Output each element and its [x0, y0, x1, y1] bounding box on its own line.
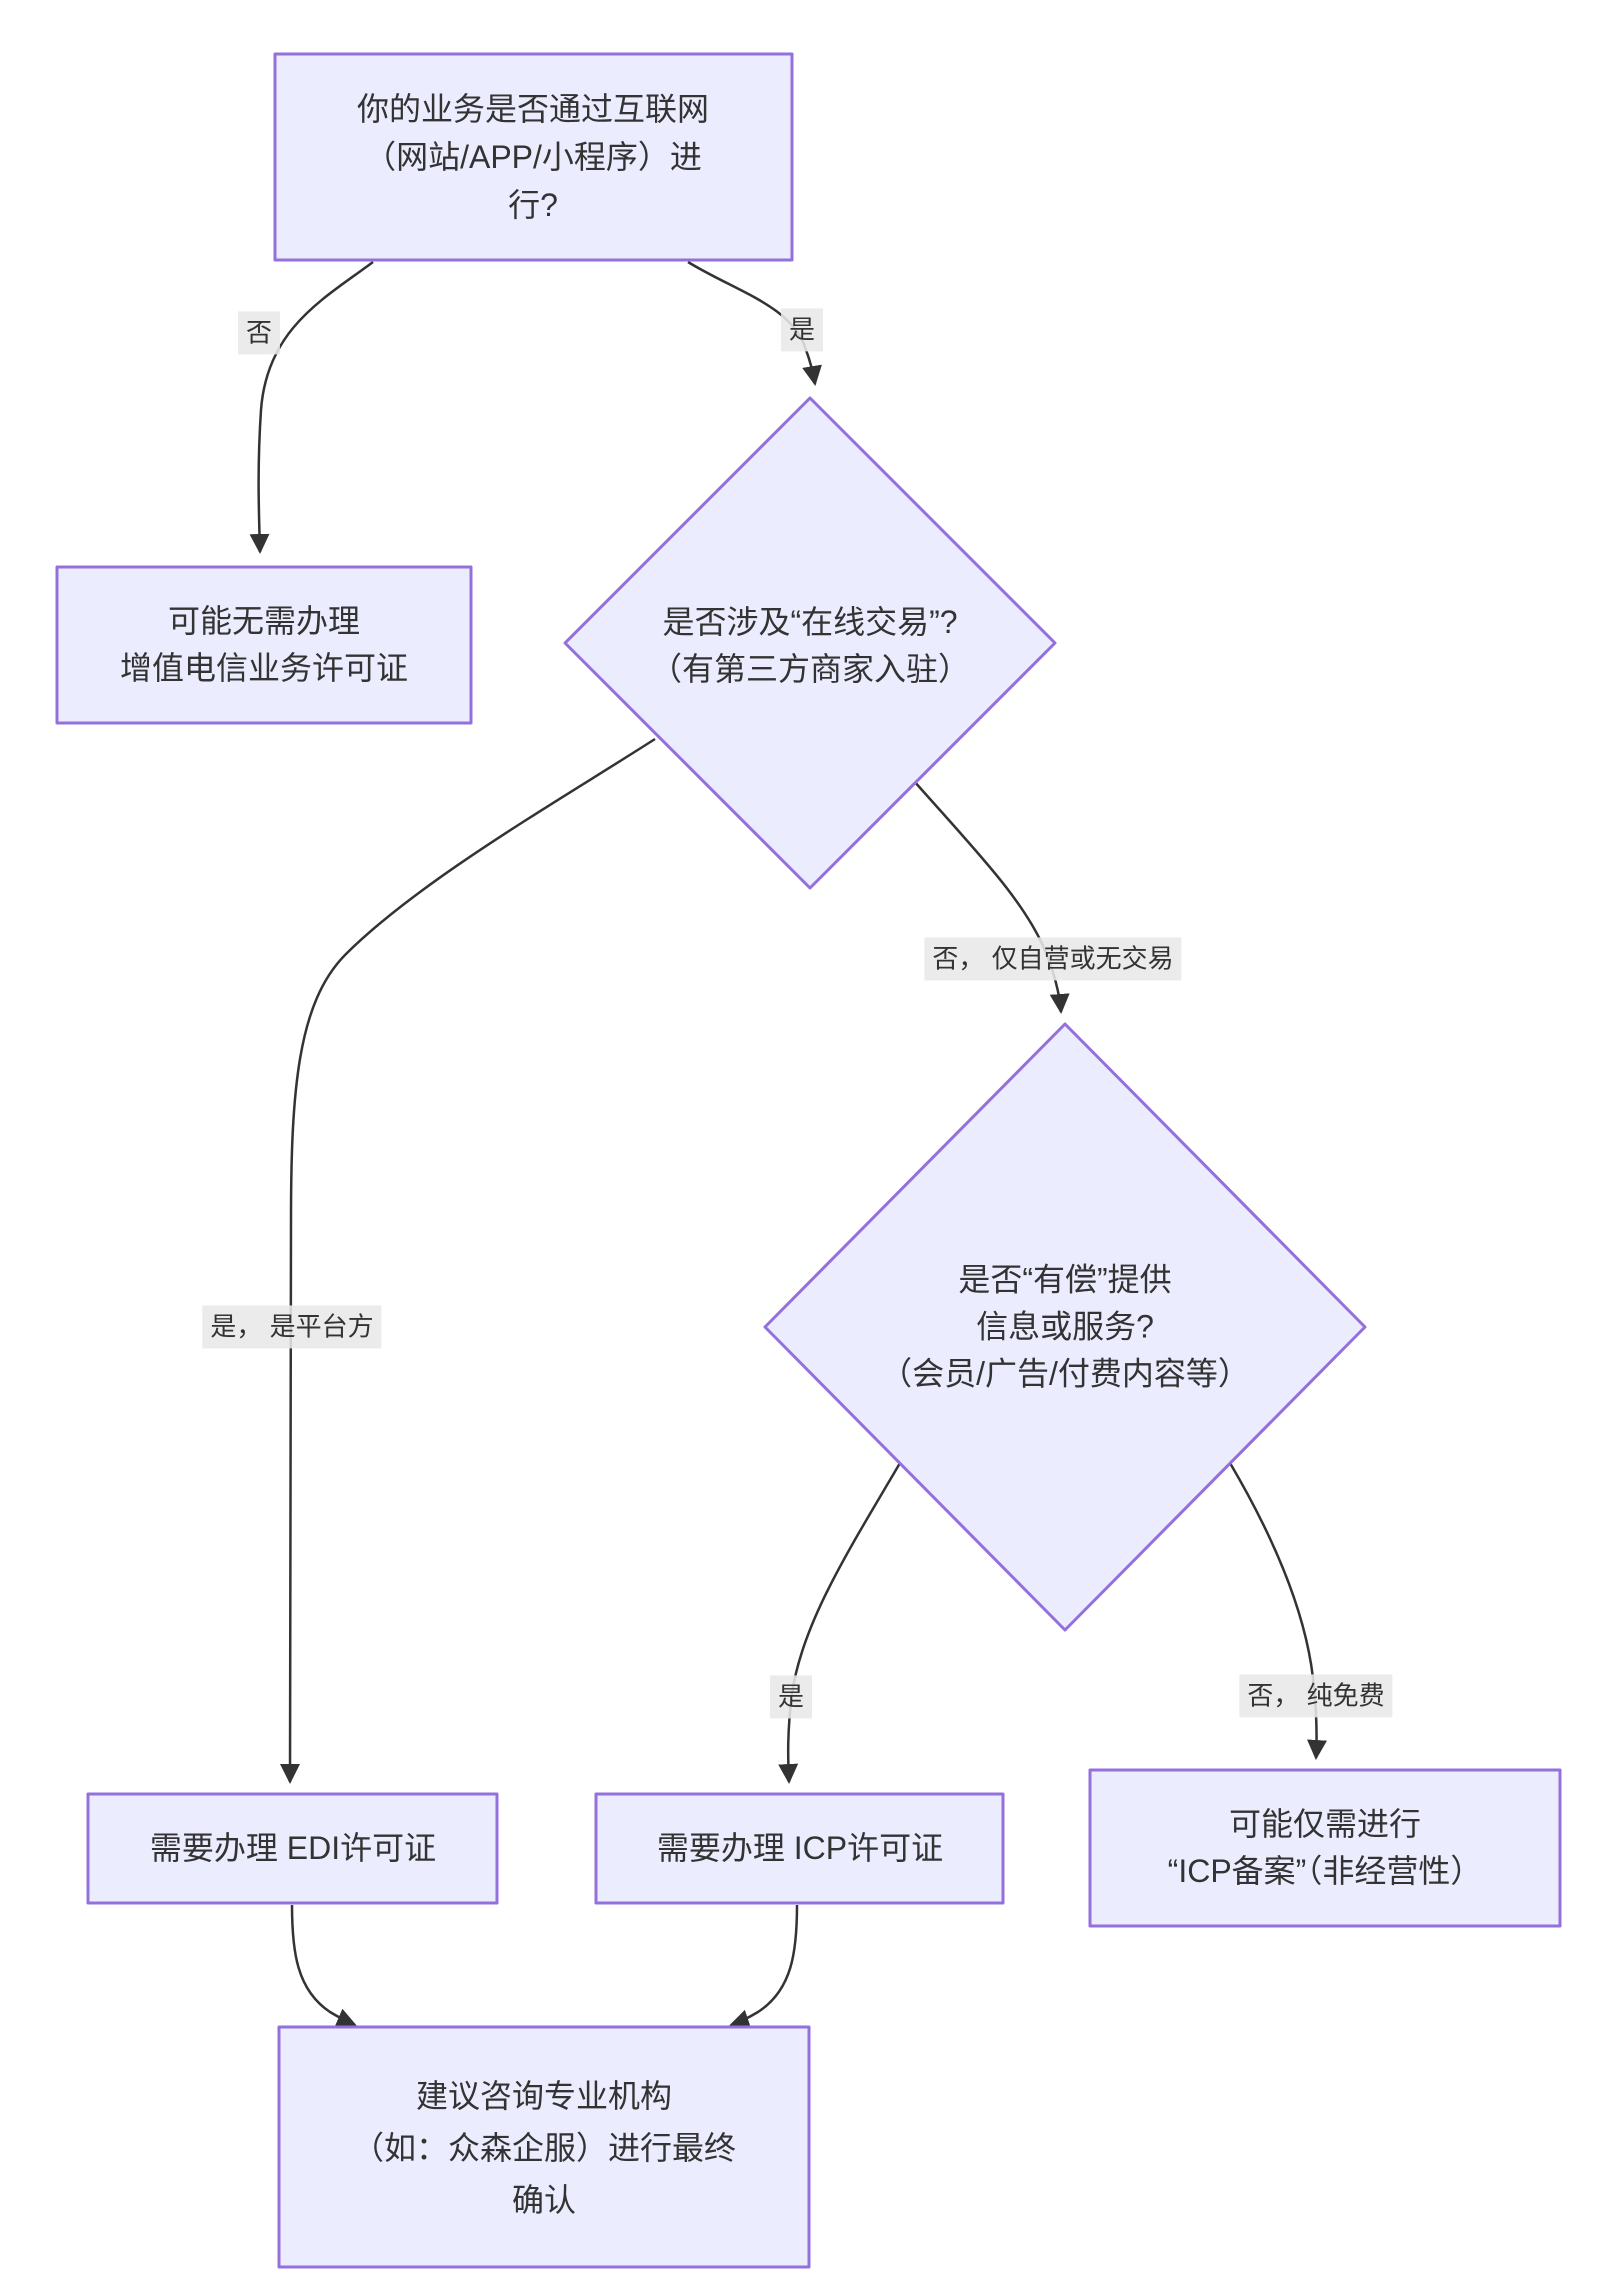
edge-label-yes: 是	[780, 308, 824, 352]
consult-node-label: 建议咨询专业机构 （如：众森企服）进行最终 确认	[351, 2078, 736, 2218]
online-trade-decision-shape	[563, 396, 1057, 890]
edge-icp-to-consult	[729, 1904, 799, 2029]
edge-start-to-no-license	[249, 260, 374, 554]
edge-edi-to-consult	[290, 1904, 357, 2028]
edge-paid-to-icp	[778, 1462, 902, 1784]
edi-node-shape	[86, 1792, 499, 1905]
edge-label-yes2: 是	[769, 1675, 813, 1719]
start-node-label: 你的业务是否通过互联网 （网站/APP/小程序）进 行?	[356, 91, 709, 223]
no-license-node-label: 可能无需办理 增值电信业务许可证	[119, 603, 408, 686]
consult-node-shape	[277, 2025, 811, 2269]
edge-label-yes-platform: 是， 是平台方	[202, 1305, 382, 1349]
online-trade-decision-label: 是否涉及“在线交易”? （有第三方商家入驻）	[649, 604, 970, 687]
edge-paid-to-beian	[1228, 1462, 1327, 1760]
edge-label-no: 否	[237, 311, 281, 355]
icp-beian-node-shape	[1088, 1768, 1562, 1928]
icp-node-label: 需要办理 ICP许可证	[656, 1830, 944, 1866]
edge-online-trade-to-edi	[280, 737, 656, 1784]
paid-services-decision-label: 是否“有偿”提供 信息或服务? （会员/广告/付费内容等）	[880, 1261, 1250, 1392]
edge-label-no-self-operated: 否， 仅自营或无交易	[924, 937, 1182, 981]
icp-node-shape	[594, 1792, 1005, 1905]
edi-node-label: 需要办理 EDI许可证	[149, 1830, 437, 1866]
edge-online-trade-to-paid	[913, 780, 1070, 1014]
paid-services-decision-shape	[763, 1022, 1367, 1632]
start-node-shape	[273, 52, 794, 262]
icp-beian-node-label: 可能仅需进行 “ICP备案”（非经营性）	[1167, 1806, 1483, 1889]
edge-label-no-free: 否， 纯免费	[1239, 1674, 1393, 1718]
no-license-node-shape	[55, 565, 473, 725]
